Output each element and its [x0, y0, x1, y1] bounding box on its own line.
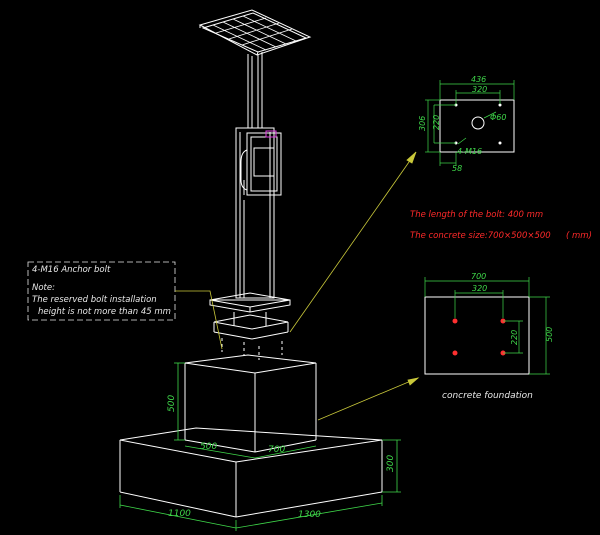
- dim-upper-depth: 700: [268, 445, 285, 455]
- dim-lower-right: 1300: [298, 510, 321, 520]
- dimension-lines: [119, 362, 401, 531]
- note-line-2: height is not more than 45 mm: [38, 307, 171, 317]
- note-label: Note:: [32, 283, 55, 293]
- concrete-foundation-label: concrete foundation: [442, 391, 533, 401]
- anchor-bolt-title: 4-M16 Anchor bolt: [32, 265, 111, 275]
- bp-dim-hole-spacing: 320: [472, 85, 487, 94]
- bp-hole-label: Φ60: [490, 113, 506, 122]
- base-plate-detail: [425, 80, 515, 166]
- dim-upper-height: 500: [167, 395, 177, 412]
- concrete-size-note: The concrete size:700×500×500: [410, 231, 551, 241]
- leader-lines: [289, 151, 420, 421]
- foundation-plan: [424, 277, 550, 375]
- bp-dim-height: 306: [418, 116, 427, 131]
- fp-dim-width: 700: [471, 272, 486, 281]
- fp-dim-hole-spacing: 320: [472, 284, 487, 293]
- charger-unit: [240, 130, 282, 196]
- bp-dim-hole-v: 220: [432, 115, 441, 130]
- bp-dim-width: 436: [471, 75, 486, 84]
- bolt-length-note: The length of the bolt: 400 mm: [410, 210, 543, 220]
- note-box: [27, 261, 223, 350]
- note-line-1: The reserved bolt installation: [32, 295, 157, 305]
- bp-bolt-label: 4-M16: [457, 147, 482, 156]
- bp-dim-edge: 58: [452, 164, 462, 173]
- solar-panel: [198, 9, 312, 56]
- dim-upper-width: 500: [200, 442, 217, 452]
- pole: [235, 52, 275, 299]
- lower-foundation-block: [119, 427, 383, 518]
- dim-lower-left: 1100: [168, 509, 191, 519]
- fp-dim-height: 500: [545, 327, 554, 342]
- concrete-size-unit: ( mm): [566, 231, 592, 241]
- dim-lower-height: 300: [386, 455, 396, 472]
- anchor-bolts: [221, 338, 283, 360]
- fp-dim-hole-v: 220: [510, 330, 519, 345]
- flange-plate: [209, 292, 291, 340]
- upper-foundation-block: [184, 354, 317, 453]
